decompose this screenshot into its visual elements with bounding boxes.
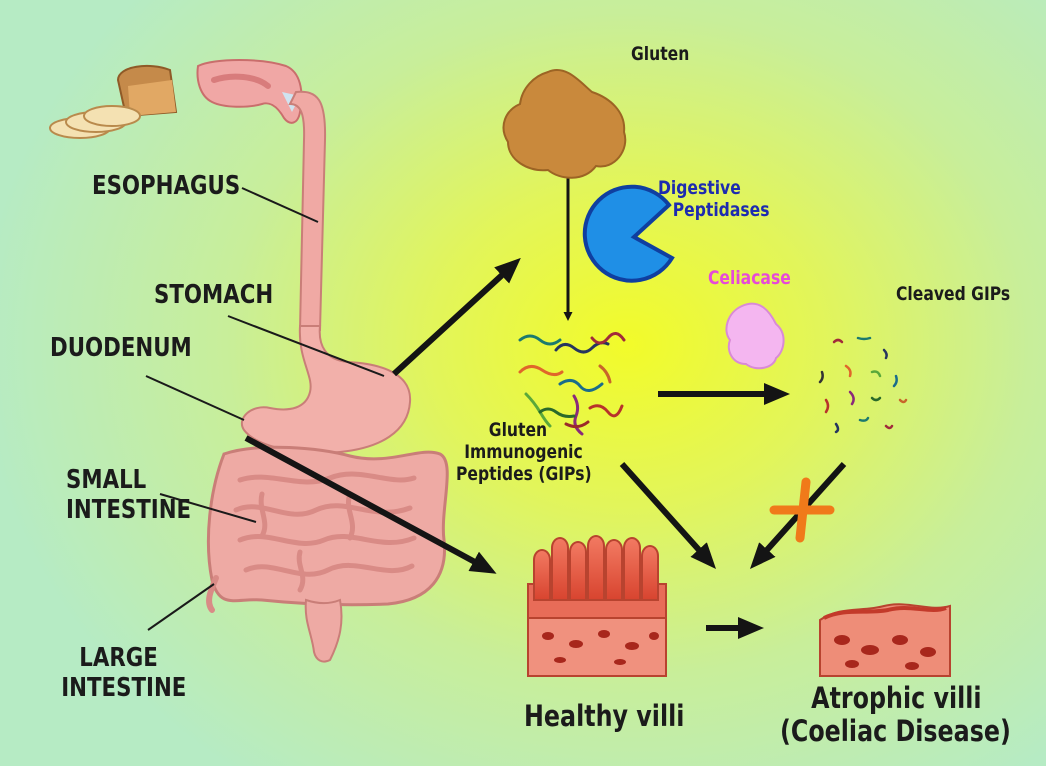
atrophic-line-2: (Coeliac Disease): [780, 714, 1011, 749]
healthy-villi-icon: [527, 535, 667, 677]
stomach-label: STOMACH: [154, 280, 274, 310]
large-intestine-line-1: LARGE: [79, 643, 158, 673]
digestive-tract-icon: [206, 90, 449, 663]
stomach-to-gluten-arrow: [391, 257, 521, 377]
gluten-label: Gluten: [631, 43, 690, 65]
digestive-line-2: Peptidases: [672, 198, 770, 221]
atrophic-villi-icon: [819, 603, 951, 677]
healthy-villi-label: Healthy villi: [524, 699, 685, 733]
atrophic-villi-label: Atrophic villi (Coeliac Disease): [780, 681, 1011, 749]
esophagus-leader: [241, 187, 319, 223]
esophagus-label: ESOPHAGUS: [92, 171, 241, 201]
celiacase-blob-icon: [725, 302, 785, 370]
gips-line-2: Immunogenic: [464, 440, 583, 463]
leader-lines: [145, 187, 385, 631]
mouth-icon: [196, 59, 303, 124]
block-cross-icon: [769, 477, 835, 543]
gips-label: Gluten Immunogenic Peptides (GIPs): [456, 419, 592, 486]
small-intestine-line-2: INTESTINE: [66, 494, 192, 525]
digestive-peptidases-label: Digestive Peptidases: [658, 177, 770, 222]
digestive-line-1: Digestive: [658, 177, 741, 199]
peptide-squiggles-icon: [518, 332, 626, 436]
stomach-leader: [227, 315, 385, 377]
large-intestine-label: LARGE INTESTINE: [61, 643, 186, 704]
pacman-enzyme-icon: [582, 184, 675, 283]
duodenum-label: DUODENUM: [50, 333, 192, 363]
gluten-blob-icon: [502, 69, 627, 179]
small-intestine-label: SMALL INTESTINE: [66, 465, 192, 526]
atrophic-line-1: Atrophic villi: [811, 681, 982, 715]
gips-line-3: Peptides (GIPs): [456, 462, 592, 485]
gips-to-atrophy-arrow: [619, 461, 717, 569]
duodenum-to-villi-arrow: [244, 435, 497, 574]
small-intestine-line-1: SMALL: [66, 465, 147, 495]
large-intestine-line-2: INTESTINE: [61, 672, 187, 703]
duodenum-leader: [145, 375, 245, 421]
celiacase-label: Celiacase: [708, 267, 791, 289]
large-intestine-leader: [147, 583, 215, 631]
bread-icon: [49, 64, 178, 139]
cleaved-gips-label: Cleaved GIPs: [896, 283, 1011, 305]
cleaved-fragments-icon: [818, 336, 908, 434]
small-intestine-leader: [159, 493, 257, 523]
gips-line-1: Gluten: [488, 419, 548, 441]
